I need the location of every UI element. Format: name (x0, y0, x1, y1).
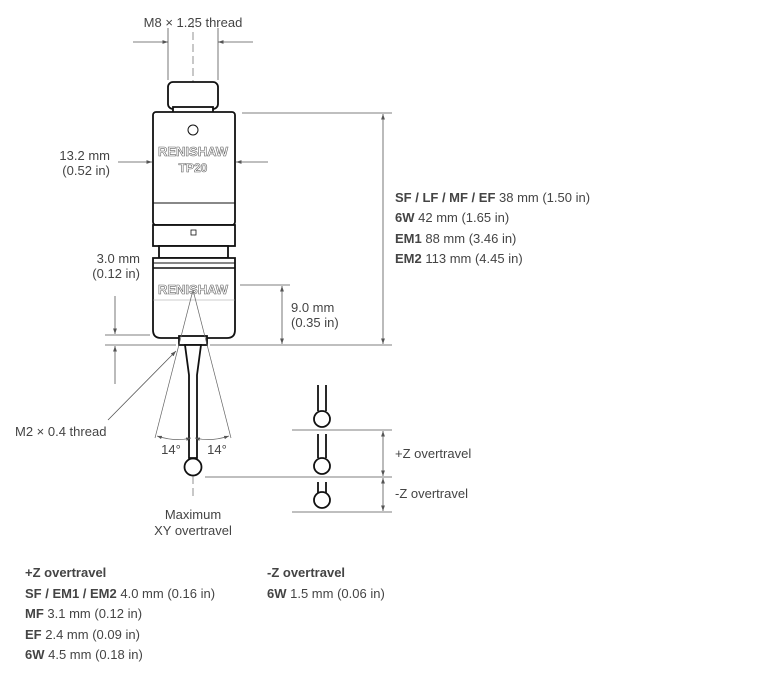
thread-top-label: M8 × 1.25 thread (144, 15, 243, 30)
length-row: EM2 113 mm (4.45 in) (395, 251, 523, 266)
brand-logo-top: RENISHAW (158, 144, 229, 159)
angle-right: 14° (207, 442, 227, 457)
z-overtravel-dimension (205, 429, 392, 513)
module-mm: 9.0 mm (291, 300, 334, 315)
probe-body (152, 81, 236, 477)
minus-z-label: -Z overtravel (395, 486, 468, 501)
length-dimension (210, 112, 392, 346)
module-in: (0.35 in) (291, 315, 339, 330)
length-row: SF / LF / MF / EF 38 mm (1.50 in) (395, 190, 590, 205)
m2-leader (107, 350, 177, 421)
model-label: TP20 (179, 161, 208, 175)
xy-overtravel-cone (154, 289, 232, 441)
diameter-in: (0.52 in) (62, 163, 110, 178)
spec-row: 6W 1.5 mm (0.06 in) (267, 585, 385, 601)
xy-overtravel-line2: XY overtravel (154, 523, 232, 538)
stub-mm: 3.0 mm (97, 251, 140, 266)
plus-z-label: +Z overtravel (395, 446, 471, 461)
xy-overtravel-line1: Maximum (165, 507, 221, 522)
thread-dimension (133, 28, 253, 80)
angle-left: 14° (161, 442, 181, 457)
length-row: 6W 42 mm (1.65 in) (395, 210, 509, 225)
minus-z-title: -Z overtravel (267, 565, 346, 580)
minus-z-spec: -Z overtravel 6W 1.5 mm (0.06 in) (267, 563, 385, 604)
stub-in: (0.12 in) (92, 266, 140, 281)
brand-logo-bottom: RENISHAW (158, 282, 229, 297)
z-overtravel-styli (313, 385, 331, 509)
stub-dimension (105, 296, 176, 384)
diameter-mm: 13.2 mm (59, 148, 110, 163)
length-list: SF / LF / MF / EF 38 mm (1.50 in) 6W 42 … (395, 190, 590, 266)
spec-row: 6W 4.5 mm (0.18 in) (25, 647, 143, 662)
plus-z-spec: +Z overtravel SF / EM1 / EM2 4.0 mm (0.1… (25, 563, 215, 666)
plus-z-title: +Z overtravel (25, 565, 107, 580)
spec-row: EF 2.4 mm (0.09 in) (25, 626, 140, 642)
length-row: EM1 88 mm (3.46 in) (395, 231, 516, 246)
spec-row: SF / EM1 / EM2 4.0 mm (0.16 in) (25, 585, 216, 601)
spec-row: MF 3.1 mm (0.12 in) (25, 606, 143, 621)
module-dimension (240, 284, 290, 344)
thread-bottom-label: M2 × 0.4 thread (15, 424, 106, 439)
